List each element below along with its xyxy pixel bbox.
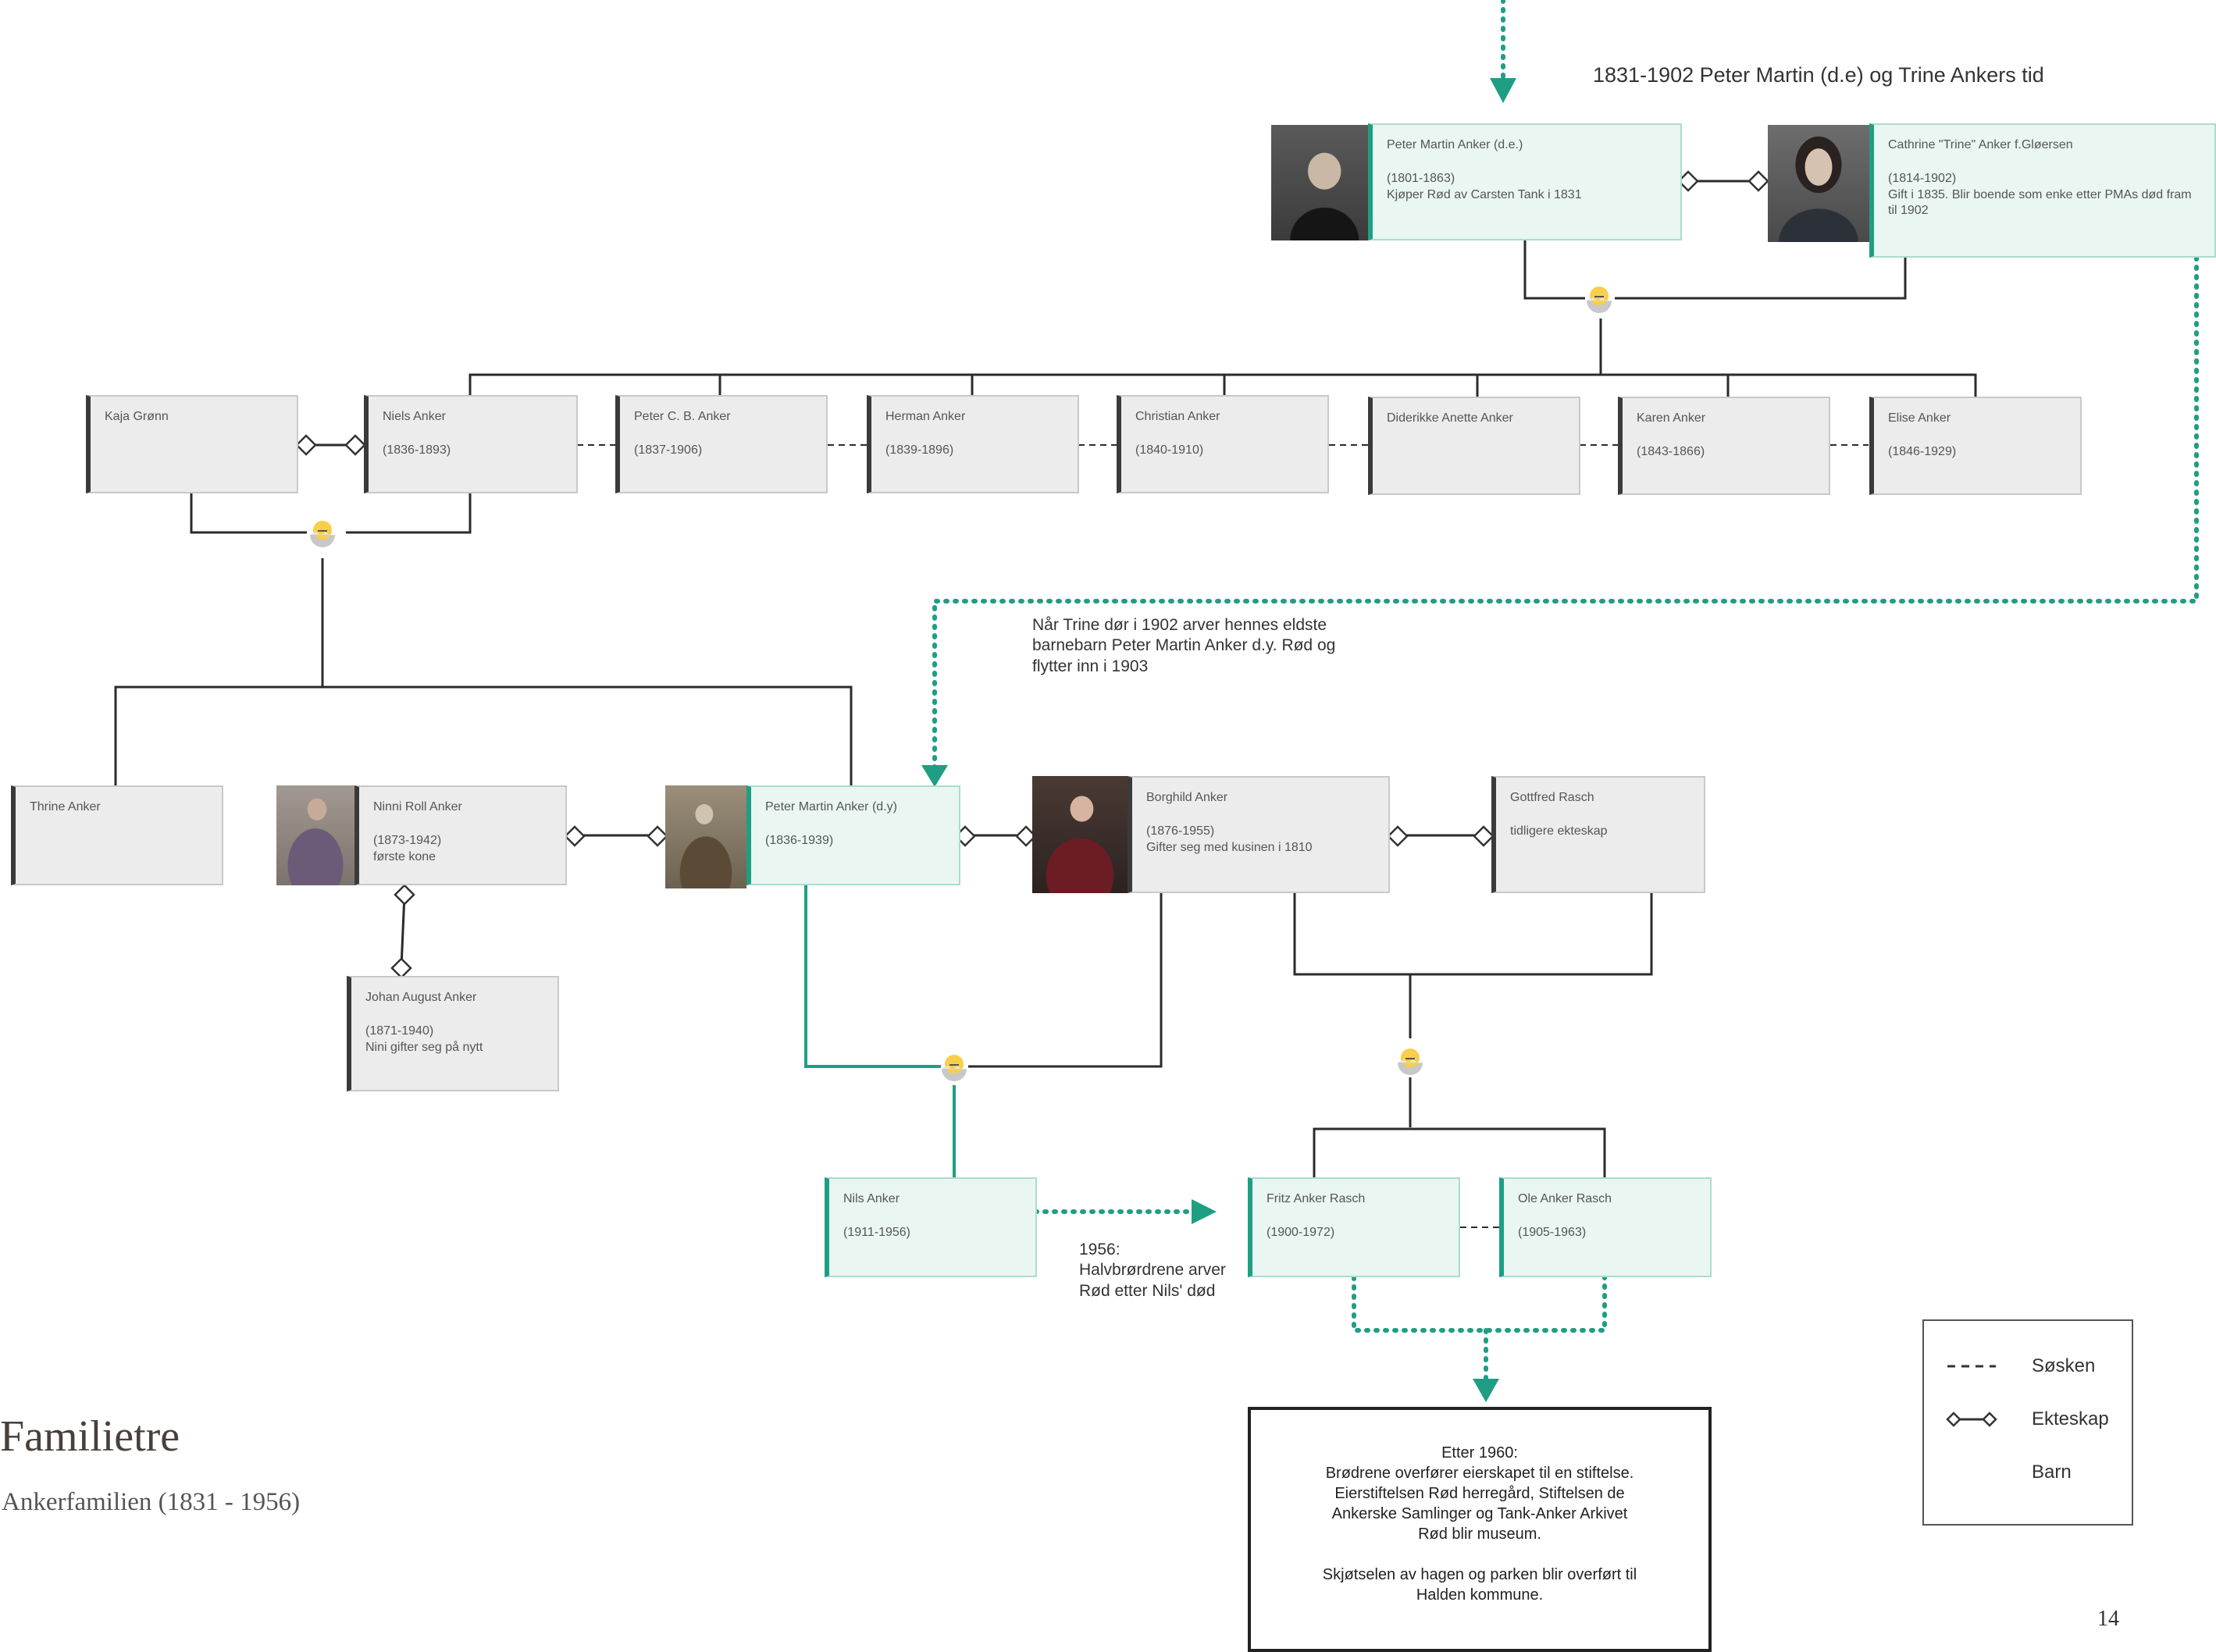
person-info: (1836-1893): [383, 443, 451, 457]
person-card-fritz[interactable]: Fritz Anker Rasch (1900-1972): [1248, 1177, 1460, 1277]
legend-label: Søsken: [2032, 1355, 2096, 1376]
after-1960-paragraph: Skjøtselen av hagen og parken blir overf…: [1322, 1566, 1637, 1604]
person-card-borghild[interactable]: Borghild Anker (1876-1955) Gifter seg me…: [1128, 776, 1390, 893]
person-name: Thrine Anker: [30, 800, 101, 814]
page-subtitle: Ankerfamilien (1831 - 1956): [2, 1488, 301, 1516]
person-name: Nils Anker: [843, 1192, 900, 1205]
person-name: Peter Martin Anker (d.y): [765, 800, 897, 814]
legend-row-child: Barn: [1944, 1457, 2124, 1488]
person-name: Johan August Anker: [365, 991, 477, 1004]
person-card-christian[interactable]: Christian Anker (1840-1910): [1117, 395, 1329, 493]
person-name: Ninni Roll Anker: [373, 800, 462, 814]
person-info: (1900-1972): [1267, 1225, 1335, 1239]
legend-label: Barn: [2032, 1462, 2072, 1483]
person-name: Gottfred Rasch: [1510, 791, 1594, 804]
after-1960-paragraph: Brødrene overfører eierskapet til en sti…: [1325, 1465, 1634, 1543]
person-name: Kaja Grønn: [105, 410, 169, 423]
person-card-ninni[interactable]: Ninni Roll Anker (1873-1942) første kone: [354, 785, 567, 885]
person-card-kaja[interactable]: Kaja Grønn: [86, 395, 298, 493]
page-title: Familietre: [0, 1412, 180, 1461]
person-card-peter-cb[interactable]: Peter C. B. Anker (1837-1906): [615, 395, 828, 493]
person-card-elise[interactable]: Elise Anker (1846-1929): [1869, 397, 2082, 495]
person-info: (1839-1896): [885, 443, 954, 457]
person-card-johan[interactable]: Johan August Anker (1871-1940) Nini gift…: [347, 976, 559, 1091]
person-info: (1801-1863) Kjøper Rød av Carsten Tank i…: [1387, 171, 1582, 201]
portrait-pma-dy: [665, 785, 746, 888]
note-trine-death: Når Trine dør i 1902 arver hennes eldste…: [1032, 616, 1336, 675]
person-card-ole[interactable]: Ole Anker Rasch (1905-1963): [1499, 1177, 1712, 1277]
person-name: Ole Anker Rasch: [1518, 1192, 1612, 1205]
portrait-borghild: [1032, 776, 1128, 893]
person-info: (1873-1942) første kone: [373, 833, 442, 863]
person-card-pma-de[interactable]: Peter Martin Anker (d.e.) (1801-1863) Kj…: [1368, 123, 1682, 240]
person-name: Peter Martin Anker (d.e.): [1387, 138, 1523, 151]
person-info: (1876-1955) Gifter seg med kusinen i 181…: [1146, 824, 1313, 854]
person-card-trine[interactable]: Cathrine "Trine" Anker f.Gløersen (1814-…: [1869, 123, 2216, 258]
person-info: (1871-1940) Nini gifter seg på nytt: [365, 1024, 483, 1054]
marriage-diamond-icon: [1946, 1412, 1997, 1427]
person-card-nils[interactable]: Nils Anker (1911-1956): [825, 1177, 1037, 1277]
person-card-karen[interactable]: Karen Anker (1843-1866): [1618, 397, 1830, 495]
legend-label: Ekteskap: [2032, 1408, 2109, 1429]
note-1956-inheritance: 1956: Halvbrørdrene arver Rød etter Nils…: [1079, 1241, 1226, 1300]
person-info: (1836-1939): [765, 833, 834, 847]
person-name: Niels Anker: [383, 410, 446, 423]
person-card-pma-dy[interactable]: Peter Martin Anker (d.y) (1836-1939): [746, 785, 960, 885]
portrait-ninni: [276, 785, 354, 885]
person-card-thrine[interactable]: Thrine Anker: [11, 785, 223, 885]
person-name: Fritz Anker Rasch: [1267, 1192, 1366, 1205]
person-name: Herman Anker: [885, 410, 966, 423]
person-name: Peter C. B. Anker: [634, 410, 731, 423]
page-number: 14: [2097, 1607, 2119, 1631]
legend-row-marriage: Ekteskap: [1944, 1404, 2124, 1435]
person-card-niels[interactable]: Niels Anker (1836-1893): [364, 395, 578, 493]
dashed-line-icon: [1947, 1365, 1996, 1368]
portrait-pma-de: [1271, 125, 1368, 240]
person-info: (1843-1866): [1637, 444, 1705, 458]
person-info: (1905-1963): [1518, 1225, 1587, 1239]
legend-row-siblings: Søsken: [1944, 1351, 2124, 1382]
person-name: Elise Anker: [1888, 411, 1951, 425]
person-name: Borghild Anker: [1146, 791, 1228, 804]
person-info: (1837-1906): [634, 443, 703, 457]
after-1960-box: Etter 1960: Brødrene overfører eierskape…: [1248, 1407, 1712, 1652]
person-info: (1840-1910): [1135, 443, 1204, 457]
person-name: Karen Anker: [1637, 411, 1706, 425]
legend: Søsken Ekteskap Barn: [1922, 1319, 2133, 1526]
person-info: (1814-1902) Gift i 1835. Blir boende som…: [1888, 171, 2192, 218]
after-1960-title: Etter 1960:: [1441, 1444, 1518, 1462]
person-name: Christian Anker: [1135, 410, 1220, 423]
period-title: 1831-1902 Peter Martin (d.e) og Trine An…: [1593, 63, 2044, 87]
person-info: (1911-1956): [843, 1225, 910, 1239]
person-name: Cathrine "Trine" Anker f.Gløersen: [1888, 138, 2073, 151]
person-card-gottfred[interactable]: Gottfred Rasch tidligere ekteskap: [1491, 776, 1705, 893]
person-info: tidligere ekteskap: [1510, 824, 1608, 838]
portrait-trine: [1768, 125, 1869, 242]
person-card-diderikke[interactable]: Diderikke Anette Anker: [1368, 397, 1580, 495]
person-card-herman[interactable]: Herman Anker (1839-1896): [867, 395, 1079, 493]
person-info: (1846-1929): [1888, 444, 1957, 458]
person-name: Diderikke Anette Anker: [1387, 411, 1513, 425]
